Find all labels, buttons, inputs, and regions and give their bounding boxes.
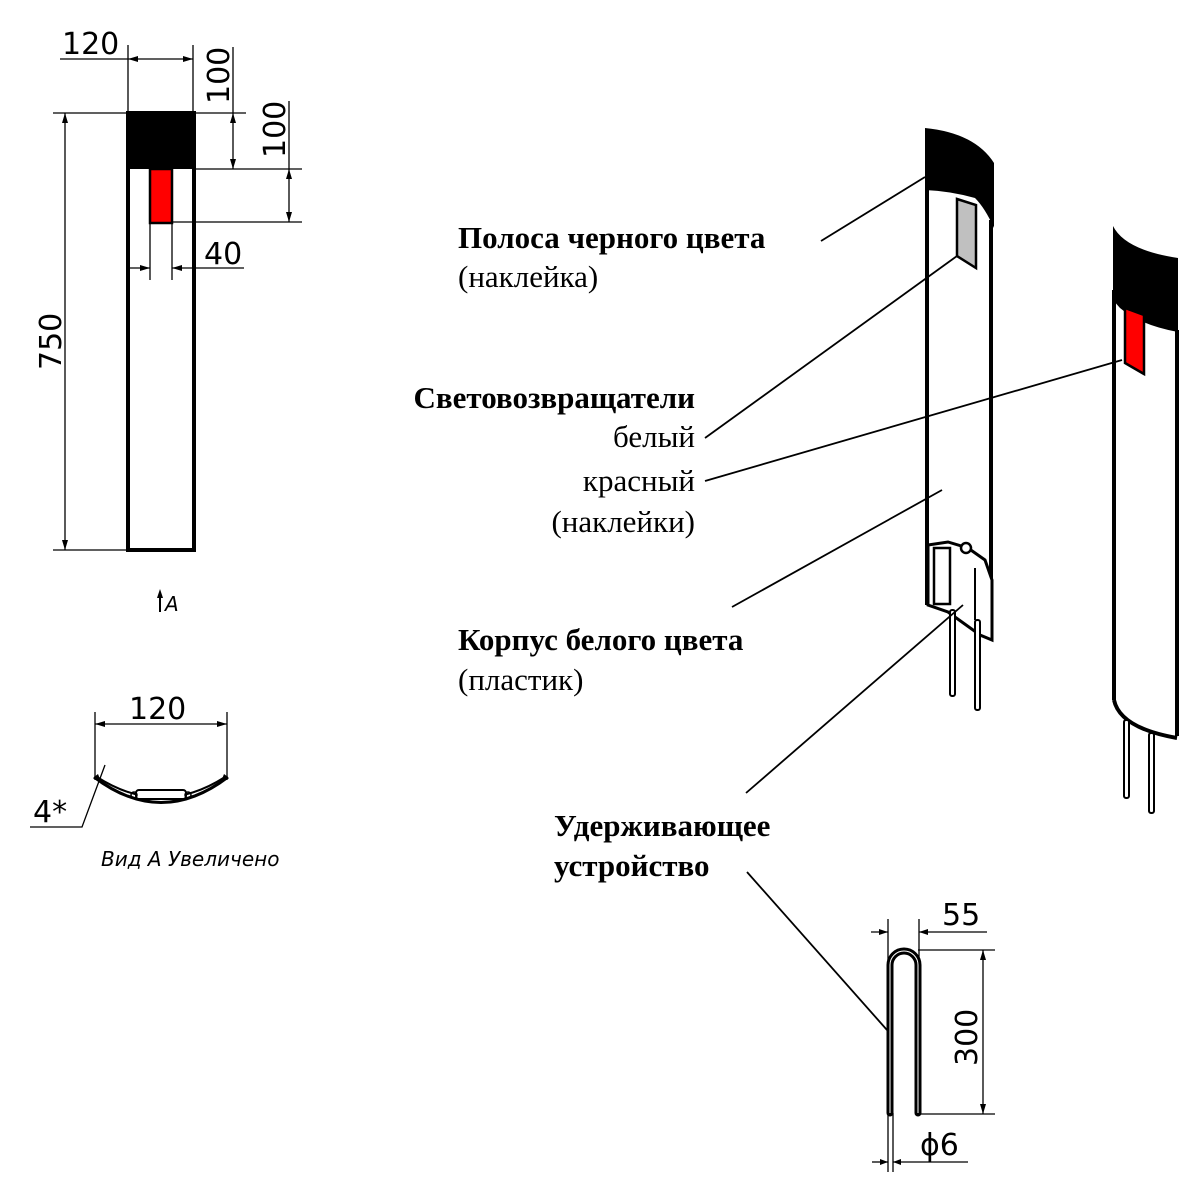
front-view: 120 100 100 40 750 A (34, 27, 302, 616)
profile-outer-curve (93, 775, 229, 804)
callout-body-subtitle: (пластик) (458, 662, 583, 697)
dim-section-width-120: 120 (129, 692, 186, 727)
dim-total-height-750: 750 (34, 313, 69, 370)
leader-black-band (820, 176, 926, 242)
dim-reflector-offset-100: 100 (258, 101, 293, 158)
callout-reflector-white: белый (613, 419, 695, 454)
callout-reflectors-subtitle: (наклейки) (551, 504, 695, 539)
dim-thickness-4: 4* (33, 795, 67, 830)
arrowhead (140, 265, 182, 271)
section-caption: Вид А Увеличено (101, 847, 279, 871)
white-reflector (955, 197, 978, 271)
holder-leg (974, 619, 981, 711)
dim-reflector-width-40: 40 (204, 237, 242, 272)
holder-bracket (926, 540, 994, 643)
u-bracket (886, 947, 922, 1117)
holder-leg (1123, 719, 1130, 799)
leader-white-reflector (704, 255, 958, 439)
section-view-a: 120 4* Вид А Увеличено (30, 692, 279, 871)
view-arrowhead-icon (157, 589, 163, 598)
callout-black-band-subtitle: (наклейка) (458, 259, 598, 294)
u-bracket-highlight (889, 950, 919, 1113)
dim-holder-diameter-6: ϕ6 (920, 1128, 959, 1163)
black-band (925, 128, 994, 228)
profile-rib (184, 791, 192, 799)
black-band (1113, 226, 1178, 332)
callout-holder-line1: Удерживающее (554, 808, 770, 843)
arrowhead (880, 1159, 901, 1165)
dim-holder-height-300: 300 (950, 1009, 985, 1066)
callout-labels: Полоса черного цвета (наклейка) Световоз… (413, 220, 770, 883)
red-reflector (1123, 306, 1146, 377)
profile-slot (135, 789, 187, 800)
post-3d-front (1112, 226, 1179, 814)
view-marker-a: A (163, 592, 179, 616)
holder-leg (949, 609, 956, 697)
callout-black-band-title: Полоса черного цвета (458, 220, 766, 255)
leader-holder (745, 604, 964, 794)
leader-body (731, 489, 943, 608)
callout-reflectors-title: Световозвращатели (413, 380, 695, 415)
post-bottom-curve (1112, 699, 1178, 740)
dim-holder-width-55: 55 (942, 898, 980, 933)
callout-body-title: Корпус белого цвета (458, 622, 744, 657)
profile-edge (94, 774, 228, 779)
leader-holder-detail (746, 871, 888, 1031)
post-3d-rear (925, 128, 994, 711)
leader-red-reflector (704, 359, 1123, 482)
black-band (128, 113, 194, 169)
callout-reflector-red: красный (583, 463, 695, 498)
profile-rib (130, 791, 138, 799)
leader-lines (704, 176, 1123, 1031)
holder-leg (1148, 732, 1155, 814)
arrowhead (879, 929, 928, 935)
dim-width-120: 120 (62, 27, 119, 62)
dim-band-height-100: 100 (202, 47, 237, 104)
callout-holder-line2: устройство (554, 848, 710, 883)
thickness-leader (30, 764, 106, 828)
red-reflector (148, 167, 174, 225)
holder-detail: 55 300 ϕ6 (871, 898, 995, 1172)
